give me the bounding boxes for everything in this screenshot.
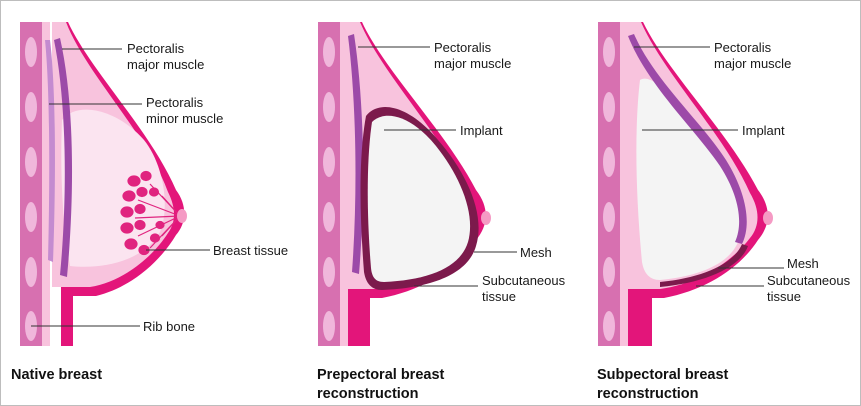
label-rib-bone: Rib bone [143, 319, 195, 334]
label-mesh: Mesh [520, 245, 552, 260]
rib-wall [598, 22, 620, 346]
label-implant: Implant [742, 123, 785, 138]
rib-wall [318, 22, 340, 346]
breast-tissue-area [61, 110, 164, 267]
caption-native-breast: Native breast [11, 367, 102, 383]
nipple [763, 211, 773, 225]
nipple [481, 211, 491, 225]
implant [368, 116, 470, 282]
chest-wall-strip [340, 22, 348, 346]
label-implant: Implant [460, 123, 503, 138]
chest-wall-strip [620, 22, 628, 346]
rib-wall [20, 22, 42, 346]
label-mesh: Mesh [787, 256, 819, 271]
label-breast-tissue: Breast tissue [213, 243, 288, 258]
nipple [177, 209, 187, 223]
